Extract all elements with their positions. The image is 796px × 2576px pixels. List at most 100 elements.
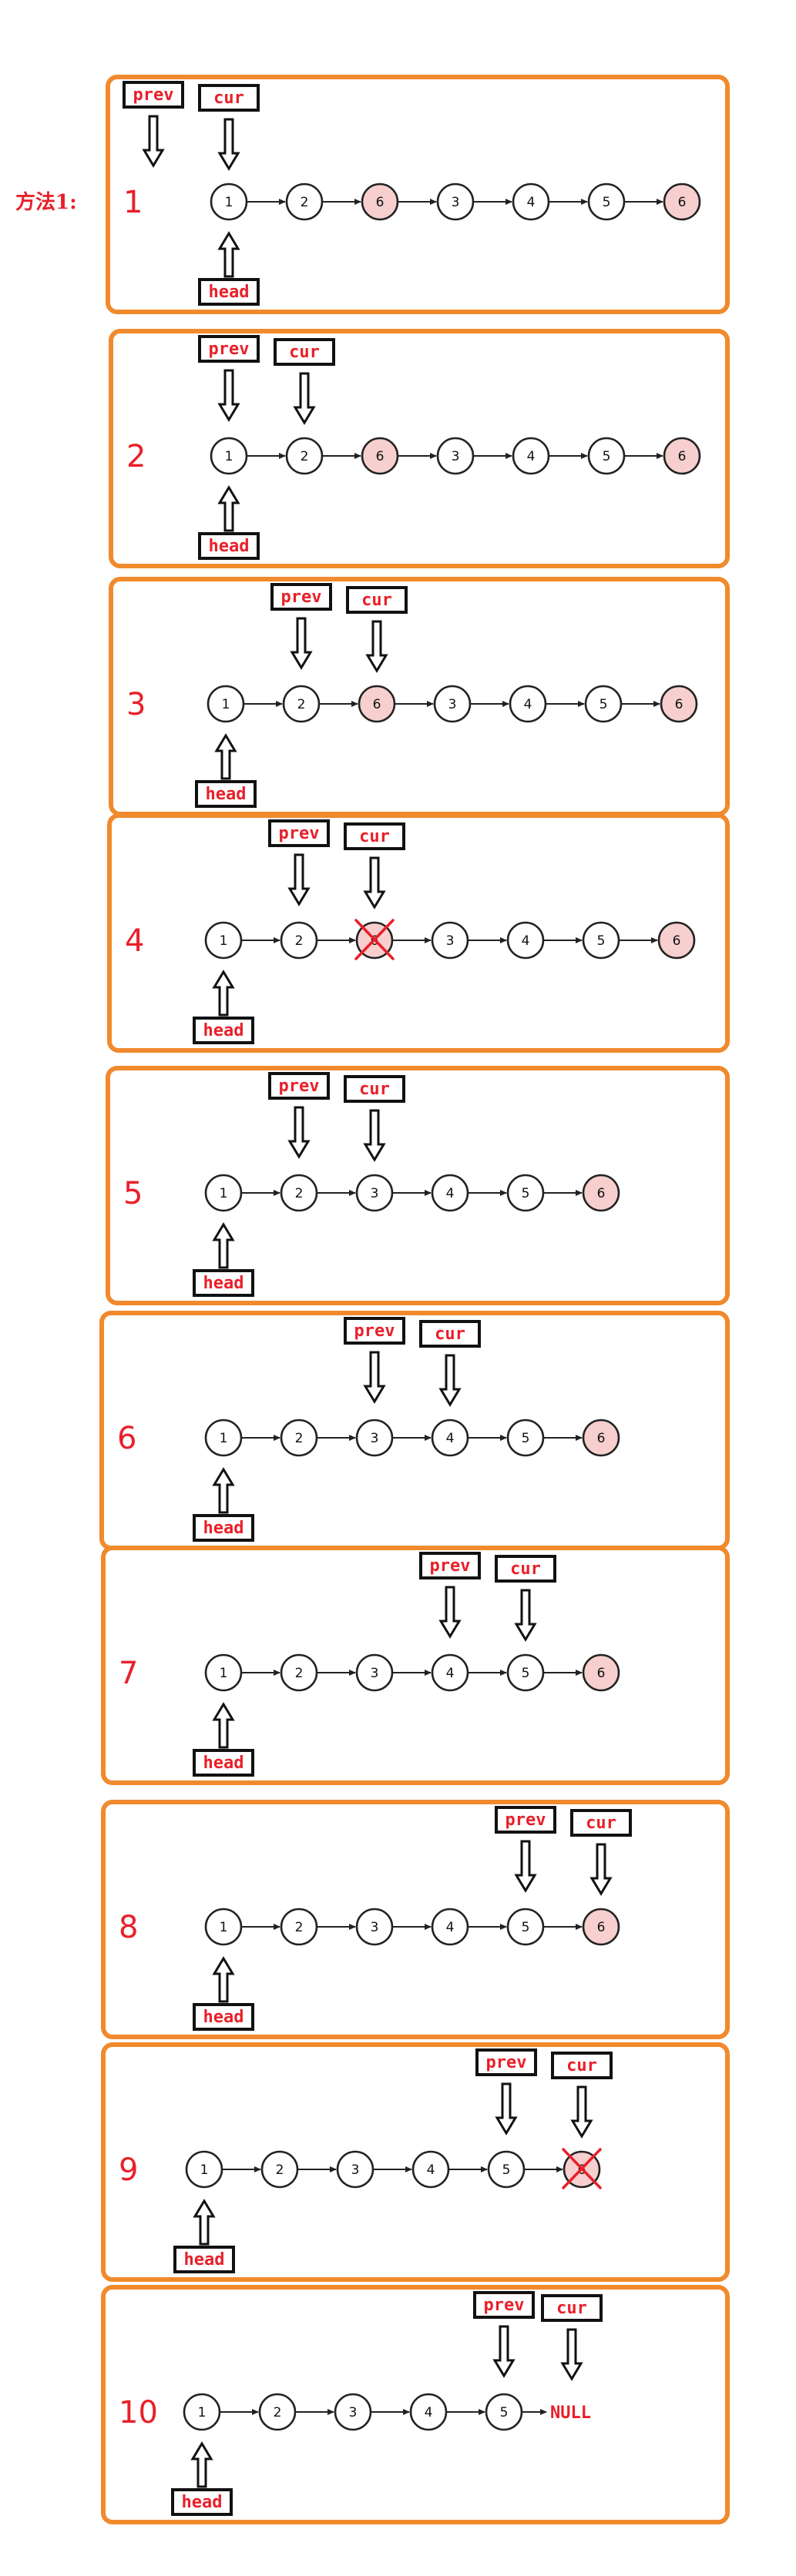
- list-node: 3: [431, 921, 469, 960]
- cur-pointer-box: [198, 84, 260, 112]
- head-pointer-box: [198, 278, 260, 306]
- list-node: 3: [355, 1419, 394, 1457]
- arrowhead-icon: [274, 1670, 280, 1676]
- node-value: 3: [351, 2162, 360, 2178]
- node-circle: [280, 1908, 318, 1946]
- prev-pointer-box: [419, 1552, 481, 1579]
- node-circle: [204, 1419, 243, 1457]
- arrowhead-icon: [502, 701, 509, 707]
- prev-pointer-box: [344, 1317, 405, 1345]
- list-node: 2: [280, 921, 318, 960]
- list-node: 1: [204, 1653, 243, 1692]
- prev-pointer-box: [495, 1806, 556, 1834]
- list-node: 3: [336, 2150, 374, 2189]
- list-node: 1: [185, 2150, 223, 2189]
- list-node: 6: [660, 685, 698, 723]
- node-circle: [512, 183, 550, 221]
- prev-pointer-label: prev: [354, 1321, 395, 1341]
- node-circle: [582, 1908, 620, 1946]
- delete-x-icon: [354, 919, 395, 960]
- list-node: 4: [512, 437, 550, 475]
- arrowhead-icon: [425, 1435, 432, 1441]
- head-pointer-label: head: [184, 2250, 225, 2269]
- arrowhead-icon: [500, 1924, 507, 1930]
- prev-pointer-box: [268, 819, 330, 847]
- list-node: 3: [433, 685, 472, 723]
- node-value: 4: [427, 2162, 435, 2178]
- list-node: 2: [280, 1653, 318, 1692]
- head-pointer-label: head: [203, 1519, 244, 1538]
- head-pointer-arrow-icon: [212, 1702, 235, 1749]
- node-circle: [258, 2393, 297, 2431]
- node-value: 6: [673, 933, 681, 949]
- node-value: 1: [225, 449, 233, 464]
- node-circle: [280, 1419, 318, 1457]
- cur-pointer-arrow-icon: [363, 856, 386, 909]
- list-node: 5: [506, 1908, 545, 1946]
- arrowhead-icon: [349, 937, 356, 943]
- arrowhead-icon: [576, 1924, 583, 1930]
- node-circle: [431, 1653, 469, 1692]
- cur-pointer-label: cur: [289, 343, 320, 362]
- node-value: 2: [295, 1186, 304, 1201]
- list-node: 2: [258, 2393, 297, 2431]
- node-circle: [582, 1174, 620, 1212]
- node-circle: [361, 183, 399, 221]
- prev-pointer-box: [198, 335, 260, 363]
- list-node: 4: [506, 921, 545, 960]
- arrowhead-icon: [349, 1190, 356, 1196]
- step-number: 1: [123, 185, 143, 220]
- node-circle: [509, 685, 547, 723]
- prev-pointer-label: prev: [430, 1556, 471, 1576]
- node-circle: [280, 1174, 318, 1212]
- node-value: 2: [276, 2162, 284, 2178]
- cur-pointer-box: [274, 338, 335, 366]
- node-circle: [433, 685, 472, 723]
- node-circle: [660, 685, 698, 723]
- cur-pointer-box: [344, 822, 405, 850]
- node-value: 1: [220, 1666, 228, 1681]
- node-circle: [204, 1174, 243, 1212]
- cur-pointer-label: cur: [213, 89, 244, 108]
- list-node: 6: [354, 919, 395, 960]
- cur-pointer-box: [541, 2294, 603, 2322]
- arrowhead-icon: [427, 701, 434, 707]
- node-circle: [506, 1653, 545, 1692]
- cur-pointer-arrow-icon: [560, 2328, 583, 2381]
- prev-pointer-arrow-icon: [287, 1106, 311, 1159]
- list-node: 6: [582, 1908, 620, 1946]
- list-node: 4: [431, 1419, 469, 1457]
- cur-pointer-arrow-icon: [217, 118, 240, 171]
- node-value: 5: [522, 1666, 530, 1681]
- node-value: 4: [527, 195, 536, 210]
- prev-pointer-box: [123, 81, 184, 109]
- cur-pointer-box: [570, 1809, 632, 1837]
- head-pointer-label: head: [203, 1274, 244, 1293]
- list-node: 5: [582, 921, 620, 960]
- node-value: 3: [371, 1666, 379, 1681]
- cur-pointer-arrow-icon: [570, 2085, 593, 2139]
- node-value: 1: [225, 195, 233, 210]
- node-value: 3: [446, 933, 455, 949]
- arrowhead-icon: [581, 199, 588, 205]
- list-node: 5: [587, 437, 626, 475]
- list-node: 2: [280, 1908, 318, 1946]
- node-value: 6: [678, 449, 687, 464]
- prev-pointer-box: [270, 583, 332, 611]
- delete-x-icon: [562, 2148, 602, 2189]
- arrowhead-icon: [349, 1435, 356, 1441]
- list-node: 2: [280, 1419, 318, 1457]
- head-pointer-arrow-icon: [212, 970, 235, 1017]
- list-node: 5: [487, 2150, 526, 2189]
- arrowhead-icon: [505, 199, 512, 205]
- null-label: NULL: [550, 2403, 591, 2423]
- arrowhead-icon: [500, 1670, 507, 1676]
- step-number: 9: [119, 2152, 138, 2188]
- panel-border: [101, 1546, 730, 1785]
- node-value: 2: [297, 697, 306, 712]
- arrowhead-icon: [279, 199, 286, 205]
- list-node: 1: [204, 1908, 243, 1946]
- step-number: 6: [117, 1421, 136, 1456]
